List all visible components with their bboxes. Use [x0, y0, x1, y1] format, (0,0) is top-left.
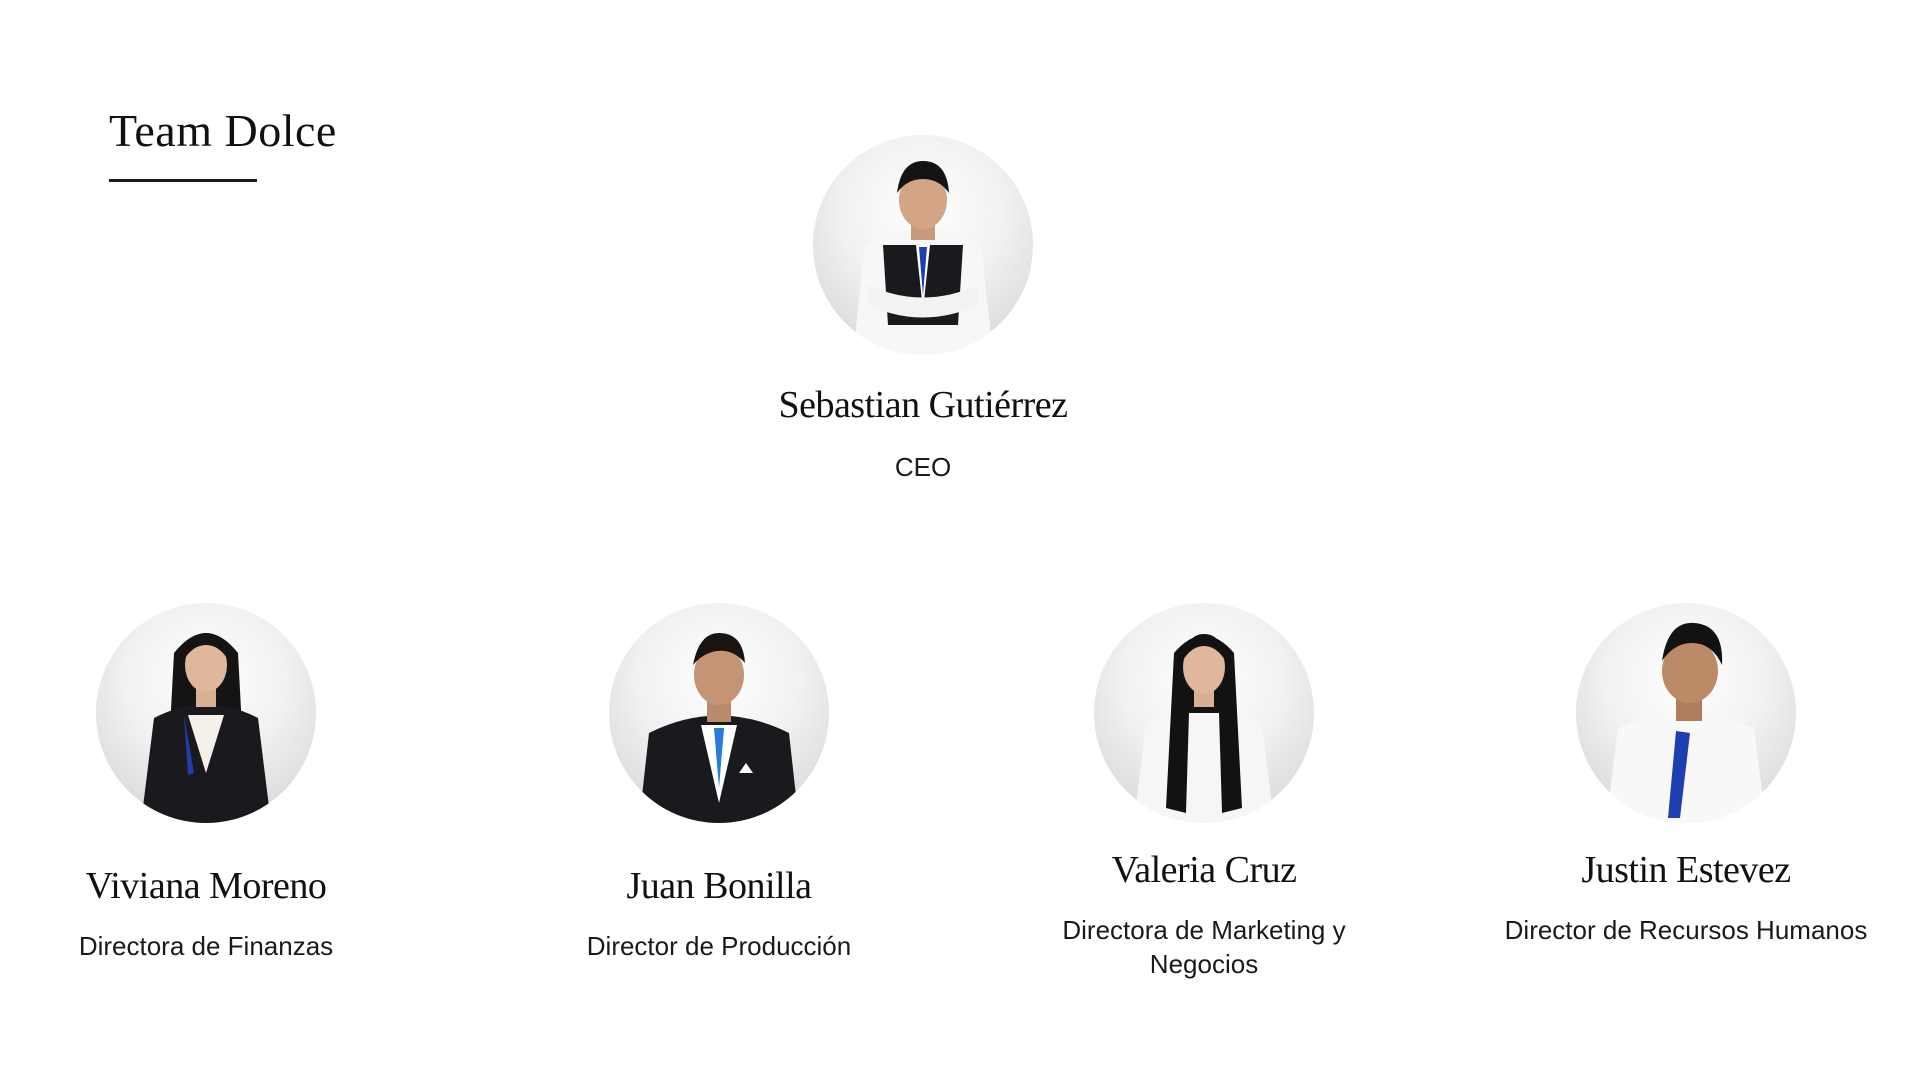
person-icon: [639, 633, 799, 823]
avatar-photo: [609, 603, 829, 823]
member-name: Valeria Cruz: [1111, 849, 1297, 891]
member-role: Directora de Finanzas: [78, 931, 334, 961]
person-icon: [141, 633, 271, 823]
person-icon: [1134, 634, 1274, 823]
member-name: Justin Estevez: [1581, 849, 1791, 891]
member-name: Juan Bonilla: [626, 865, 812, 907]
member-card-hr: Justin Estevez Director de Recursos Huma…: [1466, 603, 1906, 963]
member-name: Viviana Moreno: [85, 865, 327, 907]
avatar-photo: [96, 603, 316, 823]
person-icon: [853, 161, 993, 355]
title-underline: [109, 179, 257, 182]
avatar-photo: [1094, 603, 1314, 823]
member-card-finance: Viviana Moreno Directora de Finanzas: [0, 603, 426, 963]
page-title: Team Dolce: [109, 105, 337, 156]
member-card-marketing: Valeria Cruz Directora de Marketing y Ne…: [984, 603, 1424, 983]
member-card-production: Juan Bonilla Director de Producción: [499, 603, 939, 963]
member-role: Directora de Marketing y Negocios: [1062, 915, 1346, 979]
member-card-ceo: Sebastian Gutiérrez CEO: [703, 135, 1143, 495]
avatar-photo: [813, 135, 1033, 355]
person-icon: [1606, 622, 1766, 823]
avatar-photo: [1576, 603, 1796, 823]
member-role: CEO: [894, 452, 952, 482]
member-role: Director de Recursos Humanos: [1504, 915, 1868, 945]
member-role: Director de Producción: [586, 931, 852, 961]
member-name: Sebastian Gutiérrez: [778, 384, 1068, 426]
